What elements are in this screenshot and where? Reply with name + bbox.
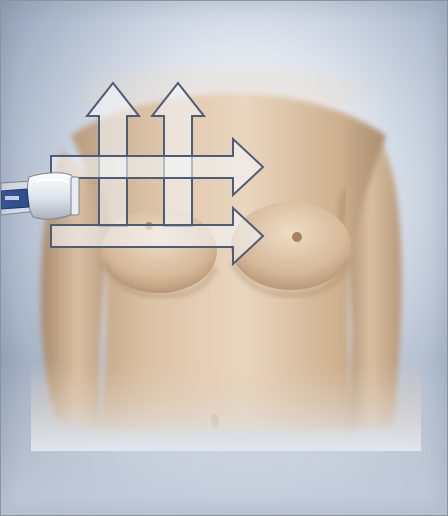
right-nipple: [292, 232, 302, 242]
torso-fade: [31, 361, 421, 451]
